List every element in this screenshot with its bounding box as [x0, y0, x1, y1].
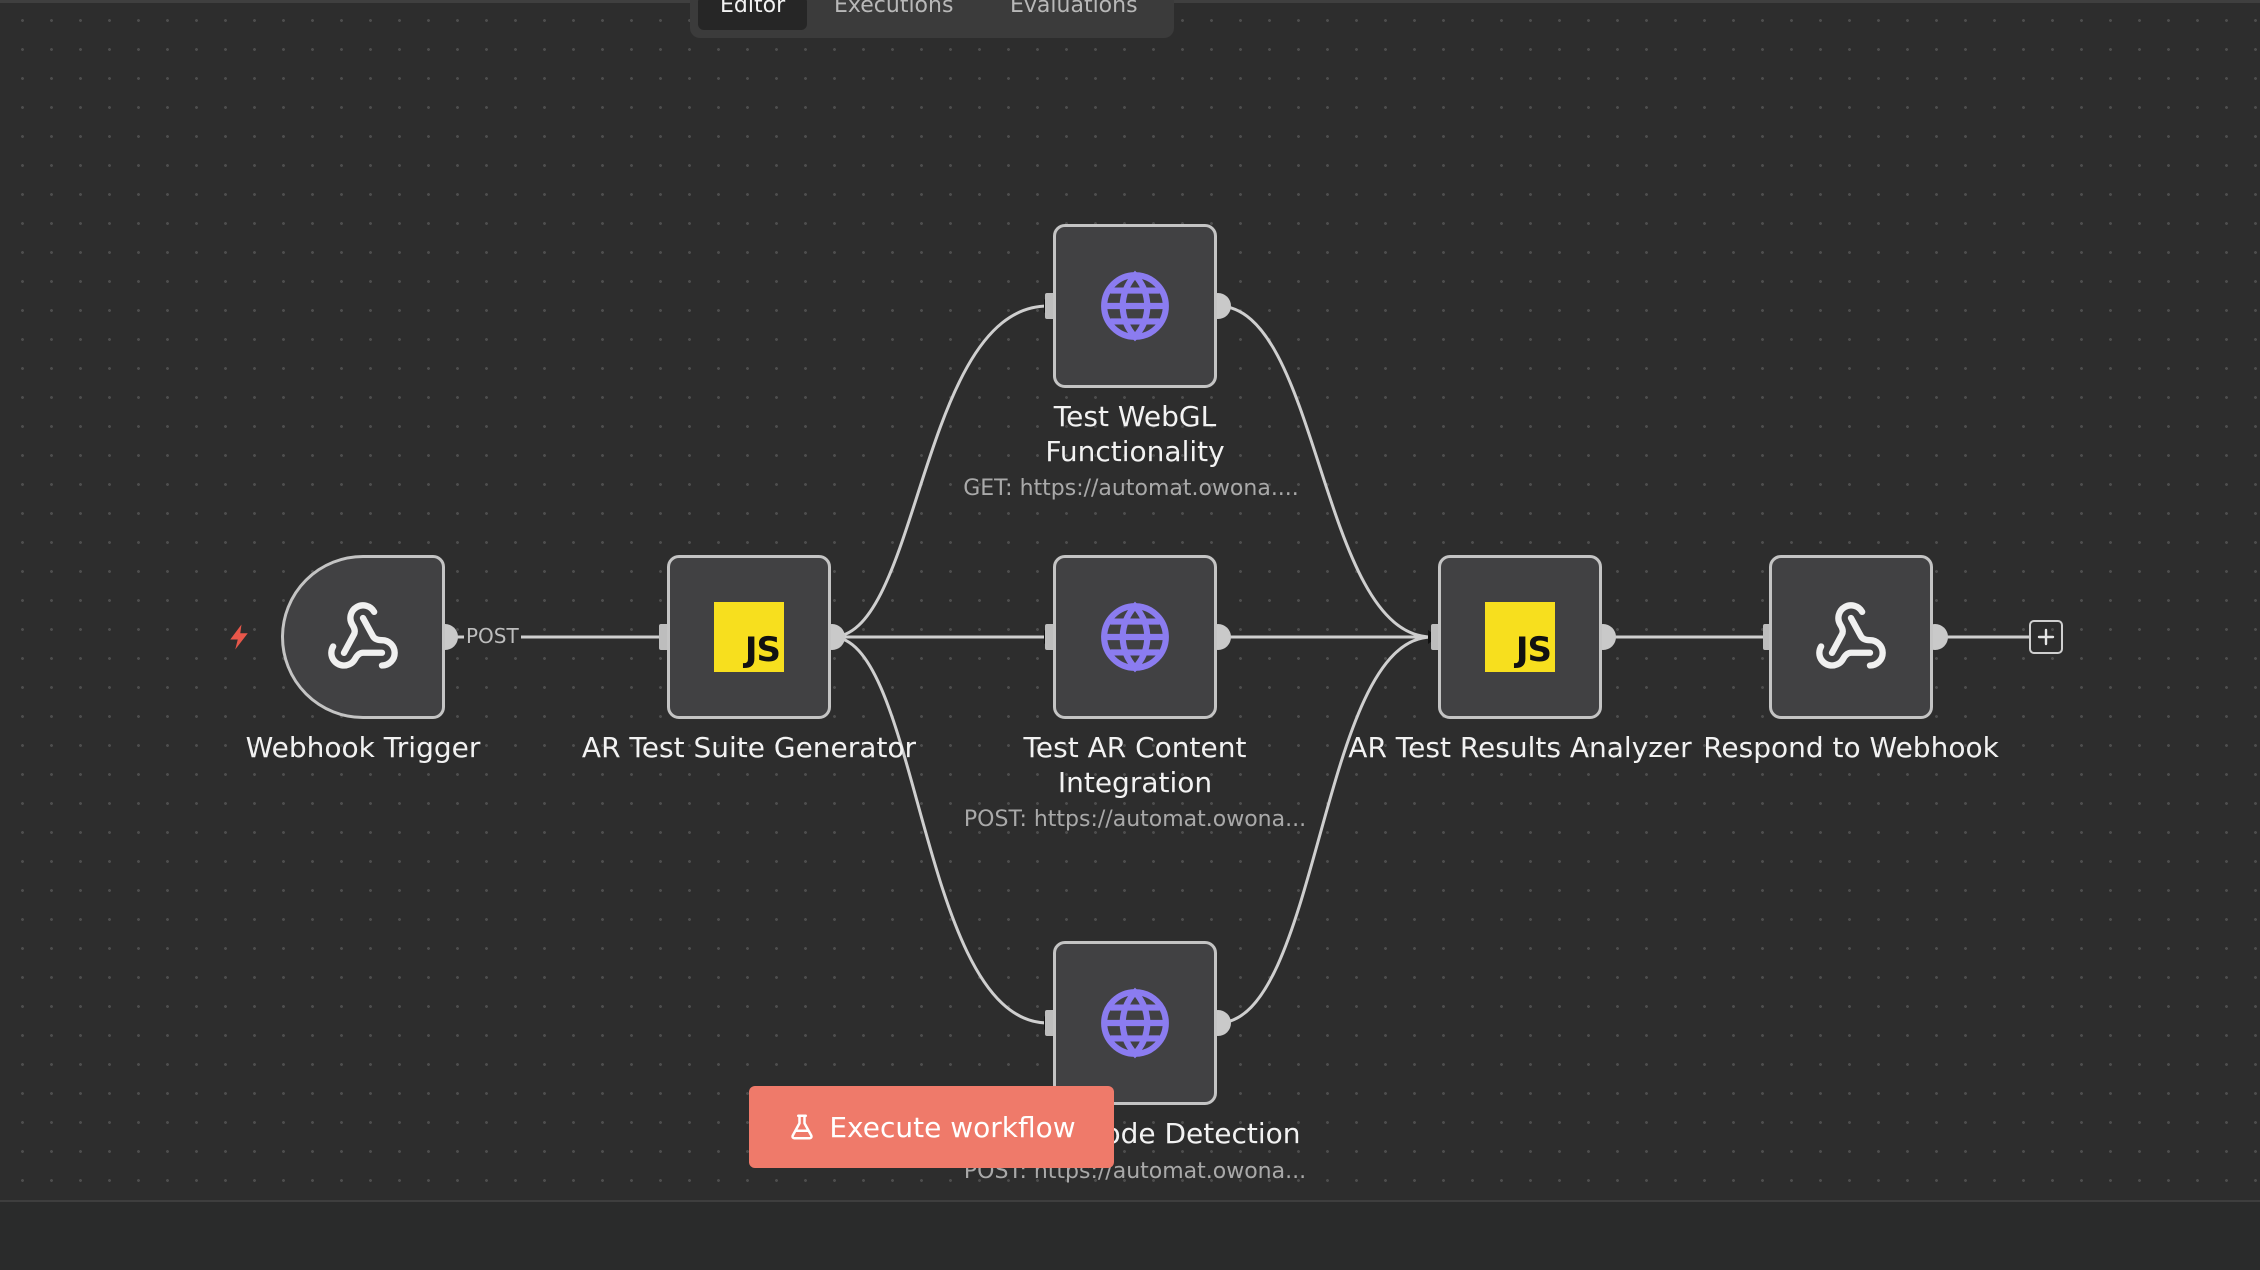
javascript-icon: JS — [714, 602, 784, 672]
node-test-qr-code[interactable] — [1053, 941, 1217, 1105]
edge-webgl-to-analyzer — [1217, 304, 1433, 639]
connection-label: POST — [464, 624, 521, 648]
node-respond-to-webhook[interactable] — [1769, 555, 1933, 719]
add-node-button[interactable] — [2029, 620, 2063, 654]
node-subtitle-test-webgl: GET: https://automat.owona.... — [963, 476, 1299, 501]
edge-qr-to-analyzer — [1217, 635, 1433, 1025]
globe-icon — [1101, 987, 1169, 1059]
execute-workflow-label: Execute workflow — [829, 1110, 1076, 1144]
globe-icon — [1101, 601, 1169, 673]
tab-executions[interactable]: Executions — [834, 0, 954, 18]
webhook-icon — [1816, 602, 1886, 669]
node-webhook-trigger[interactable] — [281, 555, 445, 719]
node-label-ar-test-suite-generator: AR Test Suite Generator — [581, 731, 917, 764]
lightning-icon — [230, 624, 248, 650]
bottom-panel — [0, 1200, 2260, 1270]
globe-icon — [1101, 270, 1169, 342]
node-label-respond-to-webhook: Respond to Webhook — [1703, 731, 1999, 764]
plus-icon — [2037, 628, 2055, 646]
node-ar-test-suite-generator[interactable]: JS — [667, 555, 831, 719]
edge-generator-to-qr — [831, 635, 1049, 1025]
node-subtitle-test-ar-content: POST: https://automat.owona... — [963, 807, 1307, 832]
node-ar-test-results-analyzer[interactable]: JS — [1438, 555, 1602, 719]
webhook-icon — [328, 602, 398, 669]
execute-workflow-button[interactable]: Execute workflow — [749, 1086, 1114, 1168]
edge-generator-to-webgl — [831, 304, 1049, 639]
tab-editor[interactable]: Editor — [698, 0, 808, 30]
flask-icon — [791, 1114, 814, 1140]
javascript-icon: JS — [1485, 602, 1555, 672]
node-test-webgl[interactable] — [1053, 224, 1217, 388]
tab-evaluations[interactable]: Evaluations — [1010, 0, 1138, 18]
view-tabs: Editor Executions Evaluations — [690, 0, 1174, 38]
node-label-ar-test-results-analyzer: AR Test Results Analyzer — [1348, 731, 1692, 764]
node-label-webhook-trigger: Webhook Trigger — [245, 731, 481, 764]
node-test-ar-content[interactable] — [1053, 555, 1217, 719]
